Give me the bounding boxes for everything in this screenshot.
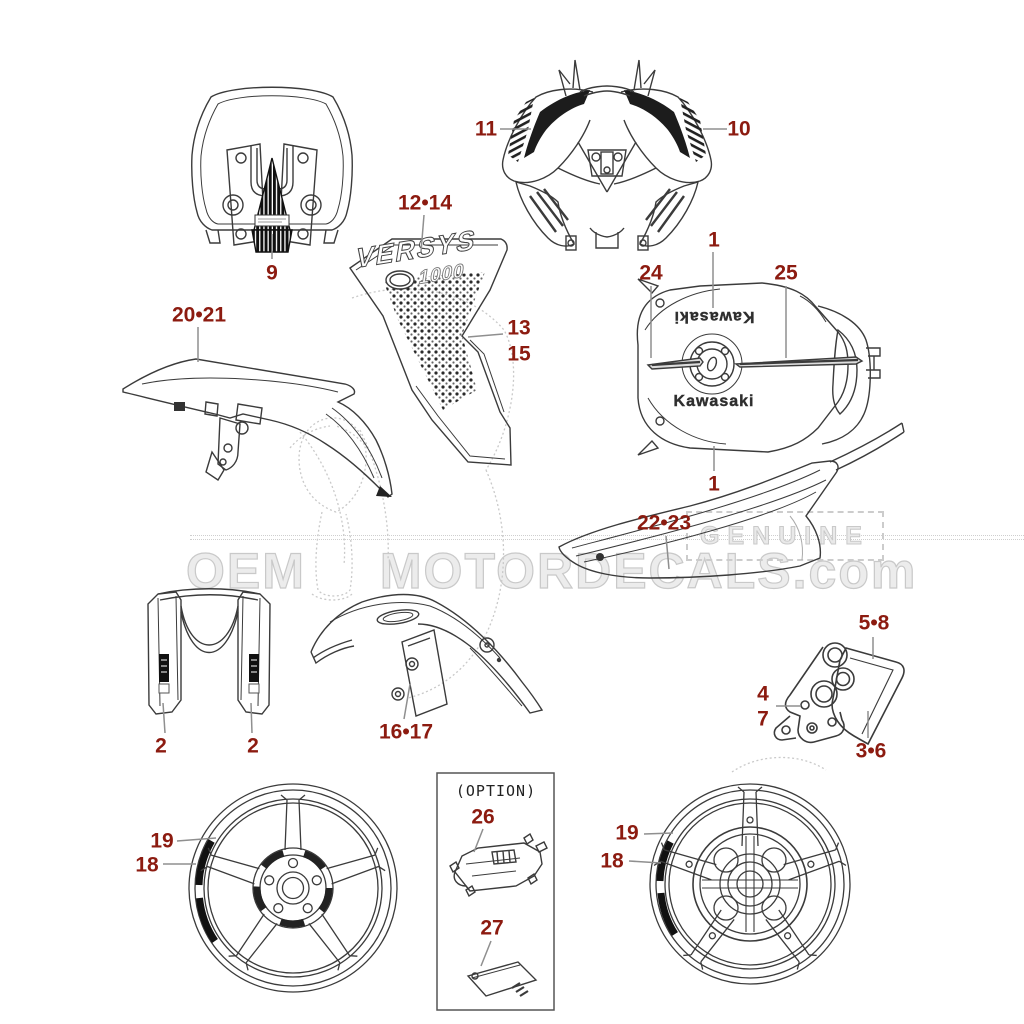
callout-13[interactable]: 13 bbox=[507, 316, 531, 340]
callout-18-rear[interactable]: 18 bbox=[600, 849, 624, 873]
part-windshield bbox=[191, 86, 353, 253]
callout-11[interactable]: 11 bbox=[474, 117, 498, 141]
callout-18-front[interactable]: 18 bbox=[135, 853, 159, 877]
part-fuel-tank: Kawasaki Kawasaki bbox=[636, 278, 881, 456]
part-side-fairing bbox=[122, 358, 393, 498]
part-tail-cowl bbox=[558, 422, 905, 579]
side-shroud-mesh-decal bbox=[383, 272, 485, 410]
part-option-plate bbox=[466, 961, 538, 997]
watermark-brand-left: OEM bbox=[185, 542, 306, 599]
option-box-title: (OPTION) bbox=[456, 782, 536, 800]
part-side-shroud: VERSYS 1000 bbox=[349, 223, 512, 466]
callout-15[interactable]: 15 bbox=[507, 342, 531, 366]
part-option-bracket bbox=[449, 832, 548, 898]
callout-24[interactable]: 24 bbox=[639, 261, 663, 285]
option-box-frame bbox=[436, 772, 555, 1011]
callout-25[interactable]: 25 bbox=[774, 261, 798, 285]
front-rim-stripe-upper bbox=[195, 839, 215, 886]
leader-lines bbox=[162, 128, 874, 967]
part-upper-cowl bbox=[501, 58, 713, 252]
part-front-wheel bbox=[188, 783, 398, 993]
callout-1-bottom[interactable]: 1 bbox=[708, 472, 720, 496]
callout-4[interactable]: 4 bbox=[757, 682, 769, 706]
watermark-mascot-icon bbox=[298, 417, 367, 513]
tank-brand-logo-bottom: Kawasaki bbox=[674, 393, 755, 410]
part-fork-covers bbox=[147, 588, 271, 715]
fork-decal-right bbox=[249, 654, 259, 682]
tank-brand-logo-top: Kawasaki bbox=[674, 308, 755, 325]
callout-19-front[interactable]: 19 bbox=[150, 829, 174, 853]
callout-2-right[interactable]: 2 bbox=[247, 734, 259, 758]
watermark-genuine-badge: GENUINE bbox=[686, 511, 884, 561]
callout-27[interactable]: 27 bbox=[480, 916, 504, 940]
callout-12-14[interactable]: 12•14 bbox=[397, 191, 453, 215]
watermark-brand-right: MOTORDECALS.com bbox=[379, 542, 918, 599]
part-heel-guard bbox=[773, 642, 905, 746]
rear-wheel-spokes bbox=[653, 786, 847, 970]
callout-22-23[interactable]: 22•23 bbox=[636, 511, 692, 535]
callout-9[interactable]: 9 bbox=[266, 261, 278, 285]
callout-20-21[interactable]: 20•21 bbox=[171, 303, 227, 327]
callout-26[interactable]: 26 bbox=[471, 805, 495, 829]
callout-2-left[interactable]: 2 bbox=[155, 734, 167, 758]
callout-1-top[interactable]: 1 bbox=[708, 228, 720, 252]
part-rear-wheel bbox=[649, 783, 851, 985]
fork-decal-left bbox=[159, 654, 169, 682]
option-box: (OPTION) bbox=[436, 772, 555, 1011]
callout-7[interactable]: 7 bbox=[757, 707, 769, 731]
watermark-rule bbox=[190, 535, 1024, 540]
callout-10[interactable]: 10 bbox=[727, 117, 751, 141]
part-front-fender bbox=[310, 593, 544, 717]
callout-3-6[interactable]: 3•6 bbox=[855, 739, 887, 763]
callout-16-17[interactable]: 16•17 bbox=[378, 720, 434, 744]
front-wheel-spokes bbox=[200, 794, 386, 971]
callout-5-8[interactable]: 5•8 bbox=[858, 611, 890, 635]
front-rim-stripe-lower bbox=[196, 897, 218, 943]
watermark-text: OEM MOTORDECALS.com bbox=[185, 542, 918, 600]
rear-rim-stripe-upper bbox=[656, 840, 674, 882]
callout-19-rear[interactable]: 19 bbox=[615, 821, 639, 845]
ghost-assembly-outline bbox=[289, 288, 827, 773]
rear-rim-stripe-lower bbox=[657, 892, 678, 936]
